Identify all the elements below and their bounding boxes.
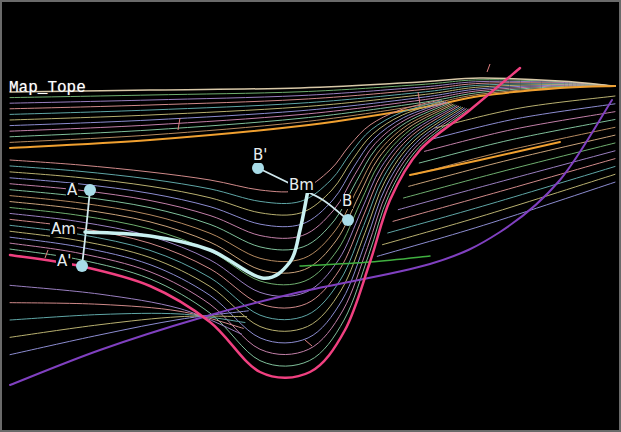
horizon-line	[10, 104, 453, 273]
thickness-line	[82, 190, 90, 266]
horizon-line	[10, 100, 612, 385]
horizon-line	[435, 96, 615, 128]
horizon-line	[10, 86, 615, 142]
point-label: B'	[252, 148, 268, 163]
horizon-line	[404, 143, 616, 198]
horizon-line	[10, 103, 448, 239]
topography-line	[10, 78, 615, 92]
horizon-line	[377, 182, 615, 256]
horizon-line	[398, 151, 615, 210]
horizon-line	[393, 159, 615, 222]
horizon-line	[10, 86, 615, 148]
point-label: B	[341, 194, 353, 209]
horizon-line	[10, 285, 242, 334]
horizon-line	[410, 142, 560, 175]
fault-horizon-line	[10, 68, 520, 378]
dip-tick	[45, 250, 48, 258]
dip-tick	[305, 340, 312, 346]
horizon-line	[10, 106, 459, 308]
horizon-line	[10, 104, 451, 262]
point-label: Am	[50, 222, 77, 237]
point-dot	[84, 184, 96, 196]
horizon-line	[430, 104, 615, 140]
horizon-line	[10, 108, 463, 332]
horizon-line	[425, 112, 616, 152]
horizon-line	[10, 109, 468, 366]
horizon-line	[10, 86, 615, 137]
horizon-line	[383, 174, 616, 244]
horizon-line	[10, 105, 455, 285]
dip-tick	[178, 118, 180, 130]
point-dot	[252, 162, 264, 174]
dip-tick	[487, 64, 490, 72]
dip-tick	[418, 92, 420, 104]
horizon-line	[10, 311, 248, 355]
point-label: Bm	[288, 178, 315, 193]
point-dot	[342, 214, 354, 226]
point-label: A	[66, 183, 78, 198]
mid-horizon-line	[85, 190, 308, 278]
horizon-line	[10, 316, 247, 337]
horizon-line	[10, 107, 461, 320]
point-dot	[76, 260, 88, 272]
surface-label: Map_Tope	[8, 80, 87, 96]
horizon-line	[388, 167, 615, 234]
horizon-line	[10, 101, 442, 204]
point-label: A'	[56, 254, 72, 269]
horizon-line	[300, 256, 430, 266]
horizon-line	[10, 109, 466, 355]
